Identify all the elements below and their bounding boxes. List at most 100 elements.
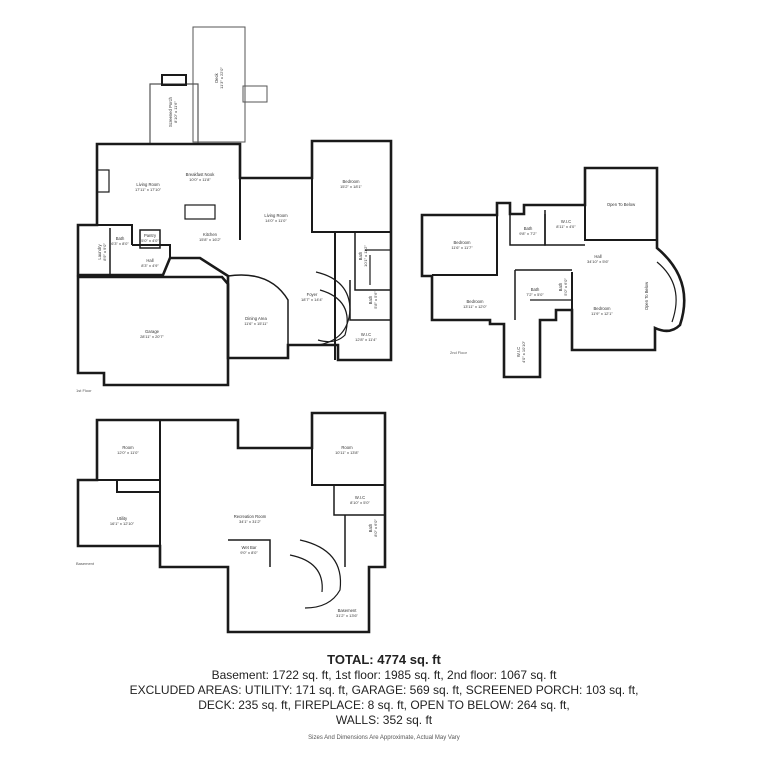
room-dimensions: 34'10" x 5'6" (587, 259, 610, 264)
room-dimensions: 8'10" x 11'6" (173, 101, 178, 123)
room-dimensions: 8'3" x 4'9" (141, 263, 159, 268)
room-name: Bedroom (454, 240, 472, 245)
room-name: W.I.C (355, 495, 365, 500)
room-name: Screened Porch (168, 96, 173, 127)
room-name: Deck (214, 72, 219, 82)
room-name: Bath (116, 236, 125, 241)
excluded-areas-line2: DECK: 235 sq. ft, FIREPLACE: 8 sq. ft, O… (198, 698, 570, 712)
basement-walls (76, 411, 387, 634)
disclaimer: Sizes And Dimensions Are Approximate, Ac… (308, 735, 460, 741)
room-dimensions: 34'1" x 31'2" (239, 519, 262, 524)
room-name: Foyer (307, 292, 318, 297)
room-dimensions: 14'0" x 11'0" (265, 218, 287, 223)
room-name: Pantry (144, 233, 157, 238)
floor-label-first: 1st Floor (76, 388, 92, 393)
room-name: W.I.C (561, 219, 571, 224)
room-name: Breakfast Nook (186, 172, 216, 177)
room-dimensions: 18'7" x 14'4" (301, 297, 324, 302)
room-name: Laundry (97, 244, 102, 260)
room-name: Bath (558, 282, 563, 291)
room-dimensions: 11'6" x 11'7" (451, 245, 473, 250)
room-dimensions: 12'0" x 11'0" (117, 450, 139, 455)
room-name: Bath (368, 523, 373, 532)
second-floor-walls (420, 166, 686, 379)
room-dimensions: 9'0" x 8'0" (240, 550, 258, 555)
room-dimensions: 5'8" x 5'6" (373, 291, 378, 309)
room-name: Hall (594, 254, 601, 259)
room-name: Bedroom (343, 179, 361, 184)
room-name: W.I.C (361, 332, 371, 337)
room-dimensions: 15'2" x 18'1" (340, 184, 363, 189)
room-name: Kitchen (203, 232, 218, 237)
room-name: Room (122, 445, 134, 450)
room-dimensions: 28'11" x 20'7" (140, 334, 164, 339)
room-dimensions: 11'3" x 22'0" (219, 67, 224, 89)
room-dimensions: 10'11" x 13'8" (335, 450, 359, 455)
room-dimensions: 13'11" x 12'0" (463, 304, 487, 309)
room-dimensions: 17'11" x 17'10" (135, 187, 162, 192)
room-dimensions: 5'0" x 4'0" (141, 238, 159, 243)
room-name: Living Room (136, 182, 160, 187)
room-wic-b: W.I.C8'10" x 5'0" (350, 495, 370, 505)
room-name: Utility (117, 516, 128, 521)
room-name: Bedroom (594, 306, 612, 311)
excluded-areas-line1: EXCLUDED AREAS: UTILITY: 171 sq. ft, GAR… (129, 683, 639, 697)
room-dimensions: 4'0" x 10'10" (521, 340, 526, 363)
room-dimensions: 10'0" x 11'8" (189, 177, 211, 182)
room-dimensions: 8'11" x 4'0" (556, 224, 576, 229)
room-dimensions: 7'2" x 5'0" (526, 292, 544, 297)
room-name: Wet Bar (241, 545, 257, 550)
room-name: Bath (358, 251, 363, 260)
room-wic-2: W.I.C8'11" x 4'0" (556, 219, 576, 229)
room-dimensions: 11'9" x 12'1" (591, 311, 613, 316)
floor-areas: Basement: 1722 sq. ft, 1st floor: 1985 s… (211, 668, 557, 682)
room-dimensions: 5'0" x 6'0" (563, 278, 568, 296)
room-name: Hall (146, 258, 153, 263)
room-name: Garage (145, 329, 160, 334)
room-name: Bath (524, 226, 533, 231)
floor-label-second: 2nd Floor (450, 350, 468, 355)
room-dimensions: 8'0" x 6'0" (373, 519, 378, 537)
room-name: Room (341, 445, 353, 450)
room-name: Bedroom (467, 299, 485, 304)
room-dimensions: 9'8" x 7'2" (519, 231, 537, 236)
room-open-to-below-2: Open To Below (644, 281, 649, 310)
room-name: Dining Area (245, 316, 267, 321)
room-name: Bath (368, 295, 373, 304)
room-name: Open To Below (607, 202, 636, 207)
room-dimensions: 12'8" x 11'4" (355, 337, 377, 342)
first-floor-walls (76, 26, 393, 387)
room-open-to-below-1: Open To Below (607, 202, 636, 207)
room-dimensions: 10'1" x 11'2" (363, 245, 368, 267)
room-dimensions: 8'9" x 9'0" (102, 243, 107, 261)
excluded-areas-line3: WALLS: 352 sq. ft (335, 713, 433, 727)
room-name: Bath (531, 287, 540, 292)
floor-label-basement: Basement (76, 561, 95, 566)
room-dimensions: 6'3" x 8'0" (111, 241, 129, 246)
